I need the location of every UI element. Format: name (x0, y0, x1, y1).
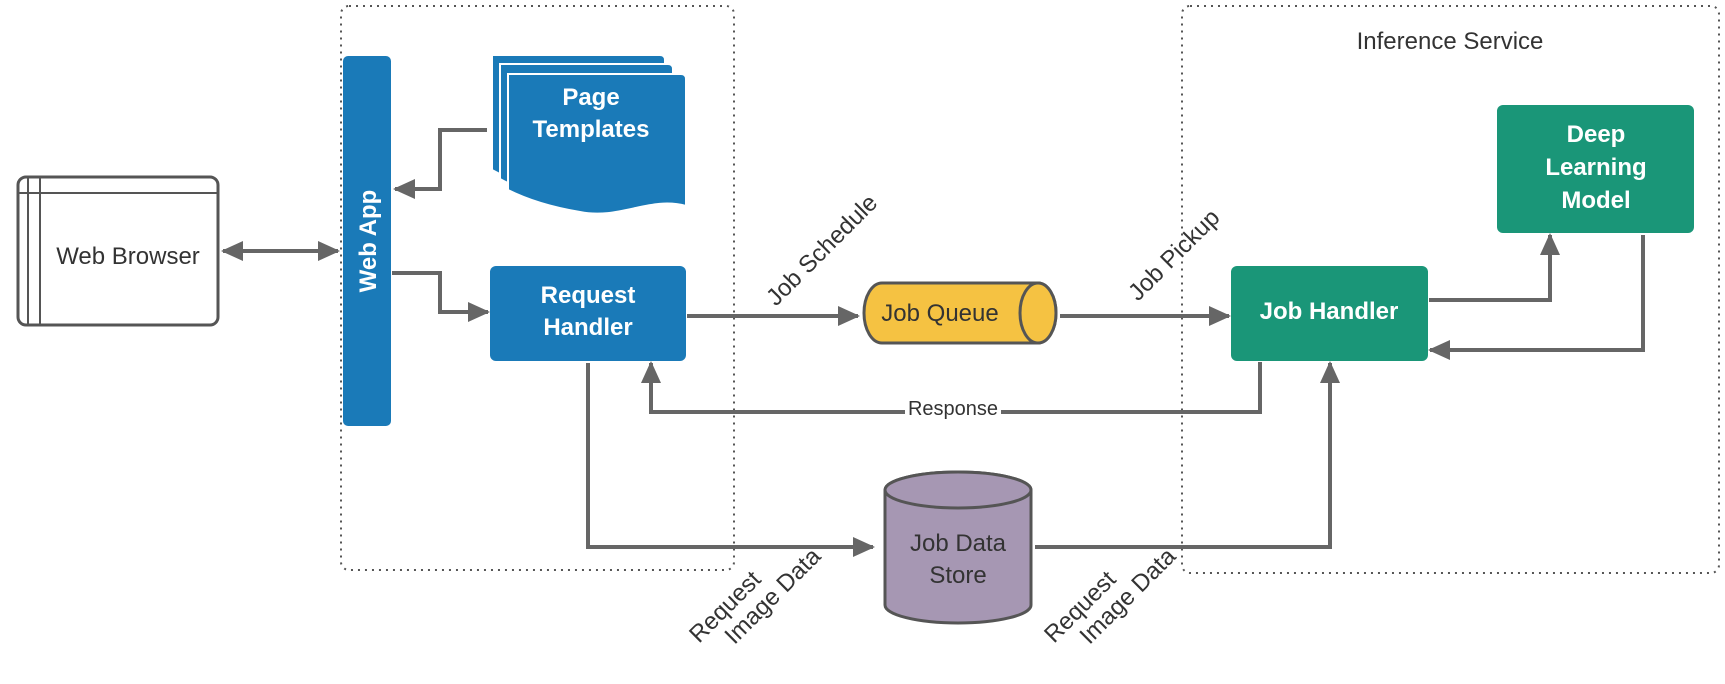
job-handler-box (1231, 266, 1428, 361)
job-data-store-node: Job Data Store (883, 470, 1033, 625)
page-templates-node: Page Templates (491, 54, 687, 215)
request-handler-node: Request Handler (490, 266, 686, 361)
edge-datastore-jobhandler (1035, 361, 1340, 549)
web-app-label: Web App (355, 190, 382, 293)
response-label-bg (905, 398, 1001, 424)
edge-label-job-pickup: Job Pickup (1123, 204, 1225, 306)
deep-learning-model-label-line3: Model (1561, 187, 1630, 214)
edge-label-response: Response (908, 398, 998, 420)
edge-model-jobhandler (1428, 235, 1645, 360)
deep-learning-model-box (1497, 105, 1694, 233)
page-templates-label-line2: Templates (533, 116, 650, 143)
deep-learning-model-node: Deep Learning Model (1497, 105, 1694, 233)
job-handler-label: Job Handler (1260, 298, 1399, 325)
page-templates-label-line1: Page (562, 84, 619, 111)
job-queue-end-cap (1018, 281, 1058, 345)
request-handler-label-line1: Request (541, 282, 636, 309)
inference-service-boundary (1181, 5, 1720, 574)
web-browser-label: Web Browser (56, 243, 200, 270)
request-handler-label-line2: Handler (543, 314, 632, 341)
job-queue-node: Job Queue (862, 281, 1058, 345)
web-app-node: Web App (343, 56, 391, 426)
inference-service-label: Inference Service (1357, 28, 1544, 55)
job-data-store-top (883, 470, 1033, 510)
edge-jobhandler-model (1429, 233, 1560, 302)
job-handler-node: Job Handler (1231, 266, 1428, 361)
page-templates-doc-front (507, 73, 687, 215)
job-data-store-label-line2: Store (929, 562, 986, 589)
edge-requesthandler-datastore (586, 363, 875, 557)
deep-learning-model-label-line1: Deep (1567, 121, 1626, 148)
request-handler-box (490, 266, 686, 361)
web-browser-node: Web Browser (16, 175, 220, 327)
edge-templates-webapp (393, 128, 487, 199)
job-data-store-label-line1: Job Data (910, 530, 1007, 557)
web-browser-window (16, 175, 220, 327)
edge-label-job-schedule: Job Schedule (761, 189, 883, 311)
job-queue-label: Job Queue (881, 300, 998, 327)
web-app-bar (343, 56, 391, 426)
deep-learning-model-label-line2: Learning (1545, 154, 1646, 181)
edge-webapp-requesthandler (392, 271, 490, 322)
